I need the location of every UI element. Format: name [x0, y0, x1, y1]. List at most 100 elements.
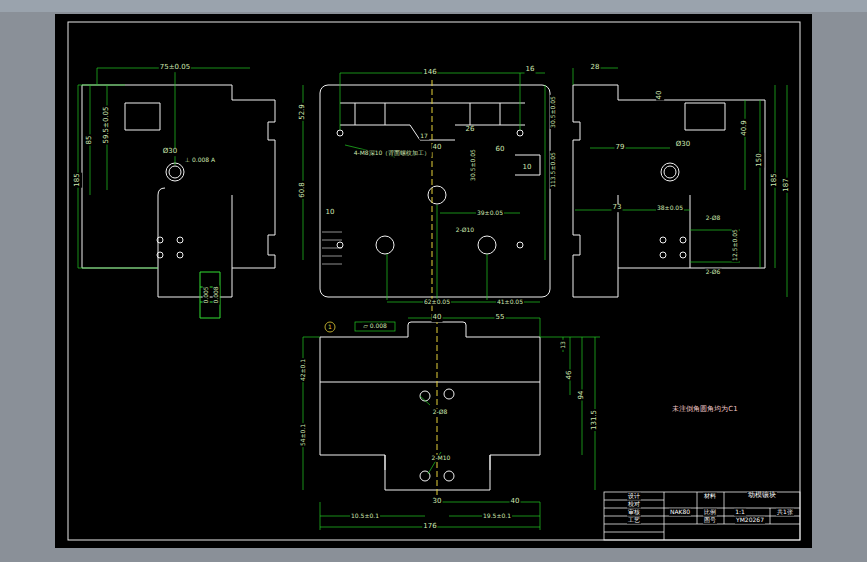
- dimension-line: [745, 85, 787, 297]
- part-outline: [166, 163, 184, 181]
- dimension-text: 2-Ø10: [455, 227, 475, 234]
- dimension-text: YM20267: [735, 517, 765, 524]
- dimension-text: 38±0.05: [656, 205, 684, 212]
- part-outline: [320, 85, 550, 297]
- part-outline: [661, 163, 679, 181]
- dimension-line: [340, 73, 545, 130]
- dimension-text: 185: [74, 172, 82, 187]
- dimension-text: 40: [510, 498, 521, 506]
- dimension-text: 1:1: [734, 509, 746, 516]
- part-outline: [478, 236, 496, 254]
- part-outline: [177, 252, 183, 258]
- dimension-text: 12.5±0.05: [732, 228, 739, 262]
- part-outline: [428, 186, 446, 204]
- part-outline: [82, 85, 765, 490]
- dimension-line: [408, 318, 540, 337]
- dimension-text: 17: [419, 133, 429, 140]
- dimension-text: 52.9: [299, 103, 307, 121]
- dimension-text: 85: [86, 135, 94, 146]
- part-outline: [664, 166, 676, 178]
- dimension-text: 16: [525, 66, 536, 74]
- part-outline: [573, 85, 765, 297]
- part-outline: [680, 252, 686, 258]
- dimension-text: 材料: [703, 493, 717, 500]
- dimension-text: 113.5±0.05: [550, 151, 557, 189]
- tolerance-frame: [355, 322, 395, 331]
- dimension-text: 1: [327, 324, 333, 331]
- dimension-line: [540, 337, 600, 490]
- dimension-text: 比例: [703, 509, 717, 516]
- drawing-sheet: [55, 14, 812, 548]
- dimension-text: 2-Ø8: [705, 215, 722, 222]
- dimension-text: 73: [612, 204, 623, 212]
- dimension-text: 2-Ø6: [705, 269, 722, 276]
- dimension-text: 55: [495, 314, 506, 322]
- dimension-text: 176: [422, 523, 437, 531]
- part-outline: [517, 130, 523, 136]
- dimension-text: 187: [783, 177, 791, 192]
- callout-circle: [325, 322, 335, 332]
- dimension-text: 46: [566, 370, 574, 381]
- center-line: [432, 80, 437, 500]
- dimension-line: [345, 145, 520, 213]
- dimension-line: [78, 85, 158, 268]
- dimension-text: 60: [495, 146, 506, 154]
- dimension-text: 工艺: [627, 517, 641, 524]
- dimension-text: 79: [615, 144, 626, 152]
- part-outline: [177, 237, 183, 243]
- part-outline: [169, 166, 181, 178]
- dimension-text: ▱ 0.008: [362, 323, 388, 330]
- part-outline: [157, 252, 163, 258]
- dimension-text: 41±0.05: [496, 299, 524, 306]
- dimension-text: 185: [771, 172, 779, 187]
- dimension-text: 54±0.1: [300, 423, 307, 447]
- dimension-text: 40: [432, 314, 443, 322]
- dimension-text: 75±0.05: [159, 64, 191, 72]
- dimension-text: 30.5±0.05: [470, 148, 477, 182]
- dimension-text: 26: [465, 126, 476, 134]
- part-outline: [660, 237, 666, 243]
- part-outline: [680, 237, 686, 243]
- part-outline: [200, 272, 220, 318]
- dimension-text: 0.005: [203, 285, 210, 304]
- dimension-text: 59.5±0.05: [103, 105, 111, 144]
- dimension-line: [97, 68, 250, 165]
- dimension-text: 62±0.05: [423, 299, 451, 306]
- title-block: [604, 492, 800, 540]
- part-outline: [660, 252, 666, 258]
- dimension-text: 30.5±0.05: [550, 95, 557, 129]
- dimension-text: 28: [590, 64, 601, 72]
- dimension-text: 30: [432, 498, 443, 506]
- dimension-line: [387, 205, 540, 302]
- part-outline: [82, 85, 275, 297]
- dimension-line: [303, 85, 545, 260]
- title-block: [604, 492, 800, 540]
- part-outline: [444, 471, 454, 481]
- part-outline: [337, 242, 343, 248]
- dimension-text: 未注倒角圆角均为C1: [671, 406, 738, 414]
- dimension-text: 0.008: [213, 285, 220, 304]
- part-outline: [322, 232, 342, 264]
- dimension-text: 设计: [627, 493, 641, 500]
- part-outline: [320, 382, 540, 470]
- dimension-text: 146: [422, 69, 437, 77]
- dimension-text: 10: [522, 164, 533, 172]
- part-outline: [517, 242, 523, 248]
- dimension-text: 10: [325, 209, 336, 217]
- dimension-text: 4-M8深10（背面螺纹加工）: [353, 150, 432, 157]
- drawing-sheet: [0, 0, 867, 12]
- dimension-line: [420, 396, 441, 474]
- title-block: [604, 492, 800, 540]
- dimension-line: [78, 68, 787, 530]
- part-outline: [320, 322, 540, 490]
- dimension-text: NAK80: [669, 509, 691, 516]
- dimension-text: ⊥ 0.008 A: [184, 157, 216, 164]
- dimension-text: 19.5±0.1: [482, 513, 512, 520]
- dimension-text: Ø30: [162, 148, 178, 156]
- dimension-text: 2-Ø8: [432, 409, 449, 416]
- part-outline: [340, 103, 540, 175]
- dimension-text: 94: [578, 390, 586, 401]
- dimension-text: 图号: [703, 517, 717, 524]
- dimension-text: 60.8: [299, 181, 307, 199]
